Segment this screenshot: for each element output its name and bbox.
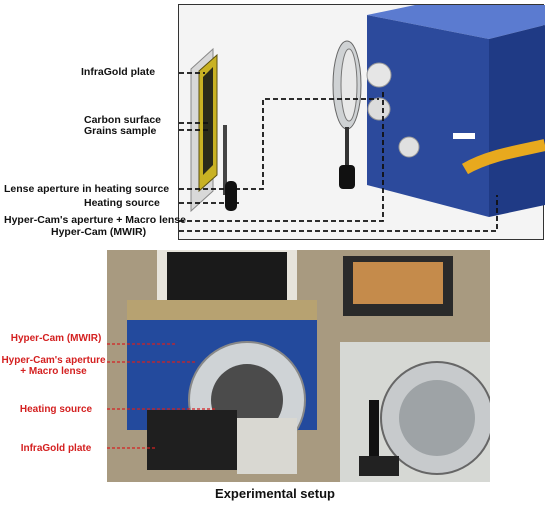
- photo-drawing: [107, 250, 490, 482]
- infragold-plate-photo: [237, 418, 297, 474]
- heating-source-box: [147, 410, 237, 470]
- lens-holder: [339, 165, 355, 189]
- cable: [461, 139, 545, 175]
- label-lense-aperture: Lense aperture in heating source: [4, 183, 170, 195]
- label-hypercam-aperture: Hyper-Cam's aperture + Macro lense: [4, 214, 186, 226]
- photo-label-heating-source: Heating source: [19, 404, 93, 415]
- schematic-panel: [178, 4, 545, 240]
- photo-label-hypercam-aperture: Hyper-Cam's aperture: [1, 355, 106, 366]
- camera-aperture: [366, 62, 392, 88]
- photo-label-macro-lense: + Macro lense: [20, 366, 87, 377]
- hyper-cam-top: [367, 5, 545, 39]
- label-carbon-surface: Carbon surface: [84, 114, 162, 126]
- label-infragold-plate: InfraGold plate: [81, 66, 156, 78]
- experimental-setup-photo: [107, 250, 490, 482]
- hyper-cam-front: [367, 15, 489, 217]
- label-heating-source: Heating source: [84, 197, 160, 209]
- figure-caption: Experimental setup: [215, 486, 335, 501]
- label-hypercam-mwir: Hyper-Cam (MWIR): [51, 226, 147, 238]
- schematic-drawing: [179, 5, 545, 232]
- photo-label-hypercam-mwir: Hyper-Cam (MWIR): [10, 333, 102, 344]
- stand-rod: [223, 125, 227, 195]
- label-grains-sample: Grains sample: [84, 125, 157, 137]
- carbon-surface: [203, 67, 213, 175]
- heating-source-body: [225, 181, 237, 211]
- hyper-cam-side: [489, 25, 545, 217]
- photo-label-infragold-plate: InfraGold plate: [20, 443, 92, 454]
